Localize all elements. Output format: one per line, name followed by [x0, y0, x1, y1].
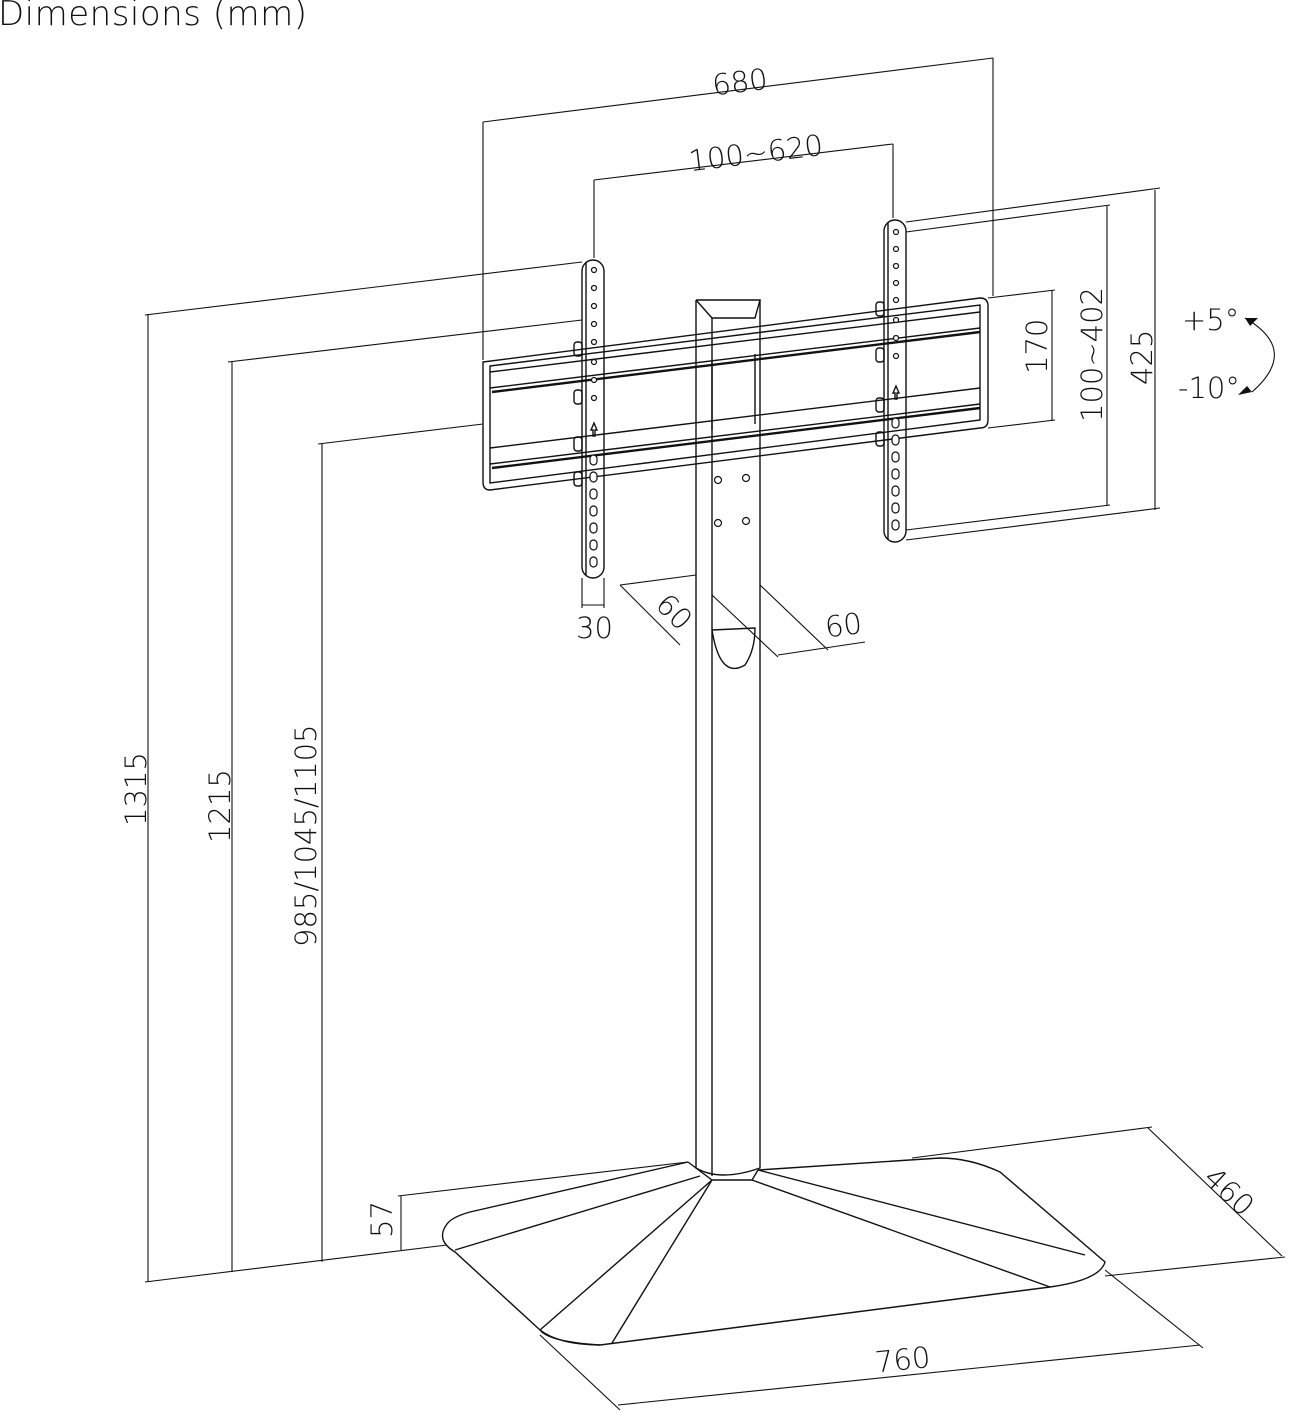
label-tilt-down: -10°: [1178, 371, 1240, 405]
label-center-heights: 985/1045/1105: [289, 725, 323, 948]
right-bracket: [875, 219, 907, 543]
label-frame-height: 1215: [203, 769, 237, 843]
diagram-title: Dimensions (mm): [0, 0, 308, 34]
label-crossbar-height: 170: [1020, 319, 1054, 374]
label-base-thickness: 57: [365, 1201, 399, 1238]
pole: [695, 299, 761, 1176]
label-vesa-height: 100~402: [1075, 287, 1109, 422]
dimension-lines: [144, 57, 1286, 1411]
label-bracket-height: 425: [1125, 330, 1159, 385]
label-tilt-up: +5°: [1182, 303, 1239, 337]
label-pole-depth: 60: [649, 587, 699, 637]
label-overall-width: 680: [710, 62, 769, 102]
left-bracket-holes: [589, 266, 598, 568]
label-vesa-width: 100~620: [687, 128, 825, 178]
dimension-labels: 680 100~620 425 100~402 170 +5° -10° 131…: [119, 62, 1261, 1380]
label-bracket-width: 30: [576, 611, 613, 645]
label-base-depth: 460: [1197, 1160, 1261, 1223]
right-bracket-holes: [891, 228, 900, 531]
label-pole-width: 60: [823, 606, 864, 644]
base-plate: [441, 1157, 1106, 1346]
mount-frame: [482, 297, 989, 491]
label-base-width: 760: [873, 1340, 932, 1380]
label-total-height: 1315: [119, 752, 153, 826]
left-bracket: [573, 259, 605, 579]
